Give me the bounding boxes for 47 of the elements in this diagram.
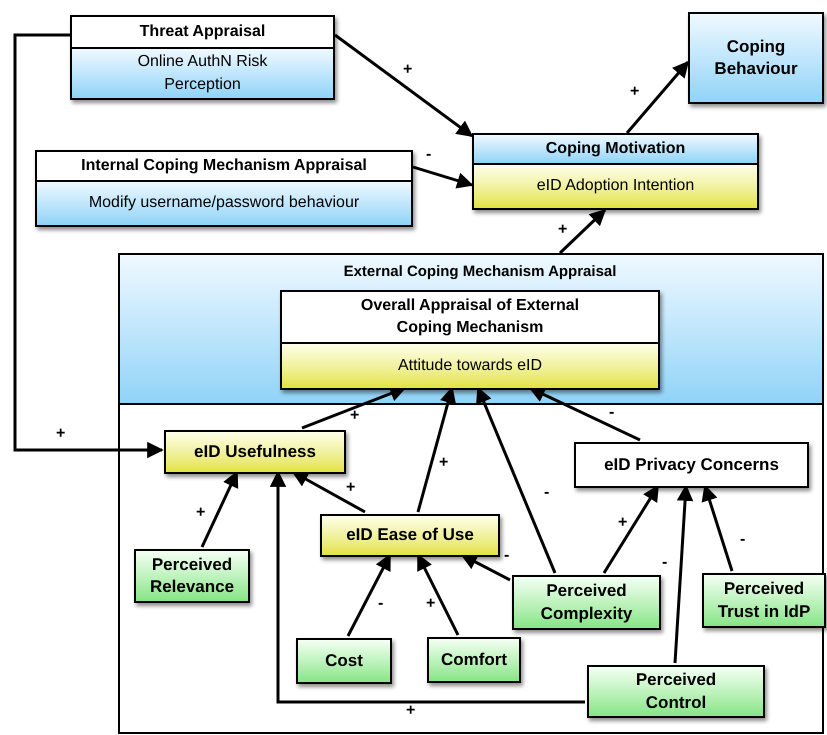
edge-label: - xyxy=(378,596,384,612)
box-heading: Internal Coping Mechanism Appraisal xyxy=(37,152,411,182)
box-heading: Coping Motivation xyxy=(474,135,757,165)
factor-box: Comfort xyxy=(427,637,521,683)
edge-label: + xyxy=(403,62,412,78)
edge-label: + xyxy=(56,426,66,442)
edge-label: + xyxy=(439,455,448,471)
box-body: Online AuthN Risk Perception xyxy=(72,49,333,98)
arrow xyxy=(626,60,690,134)
factor-box: Cost xyxy=(296,638,392,684)
construct-box: eID Ease of Use xyxy=(320,514,500,557)
appraisal-box xyxy=(35,150,413,227)
edge-label: - xyxy=(740,532,746,548)
edge-label: + xyxy=(618,515,628,531)
appraisal-box xyxy=(70,15,335,100)
construct-box: eID Usefulness xyxy=(164,430,346,474)
edge-label: + xyxy=(426,596,436,612)
edge-label: - xyxy=(544,485,550,501)
edge-label: + xyxy=(406,703,416,719)
edge-label: - xyxy=(504,548,510,564)
edge-label: - xyxy=(662,555,668,571)
factor-box: Perceived Control xyxy=(587,665,765,718)
edge-label: - xyxy=(426,147,432,163)
box-heading: Threat Appraisal xyxy=(72,17,333,49)
box-body: Modify username/password behaviour xyxy=(37,182,411,225)
edge-label: - xyxy=(609,405,614,421)
box-body: Attitude towards eID xyxy=(282,344,658,388)
box-heading: Overall Appraisal of External Coping Mechanism xyxy=(282,292,658,344)
arrow xyxy=(412,166,474,189)
group-container xyxy=(118,253,824,734)
factor-box: Perceived Complexity xyxy=(512,575,661,630)
edge-label: + xyxy=(558,222,568,238)
outcome-box: Coping Behaviour xyxy=(688,12,824,104)
arrow xyxy=(14,34,164,458)
motivation-box xyxy=(472,133,759,210)
edge-label: + xyxy=(350,408,360,424)
factor-box: Perceived Trust in IdP xyxy=(702,573,826,628)
appraisal-box xyxy=(280,290,660,390)
arrow xyxy=(558,208,606,254)
edge-label: + xyxy=(196,505,206,521)
factor-box: Perceived Relevance xyxy=(134,549,250,603)
edge-label: + xyxy=(346,480,356,496)
construct-box: eID Privacy Concerns xyxy=(574,442,809,488)
arrow xyxy=(334,34,474,138)
edge-label: + xyxy=(630,84,640,100)
group-title: External Coping Mechanism Appraisal xyxy=(342,262,618,282)
box-body: eID Adoption Intention xyxy=(474,165,757,208)
